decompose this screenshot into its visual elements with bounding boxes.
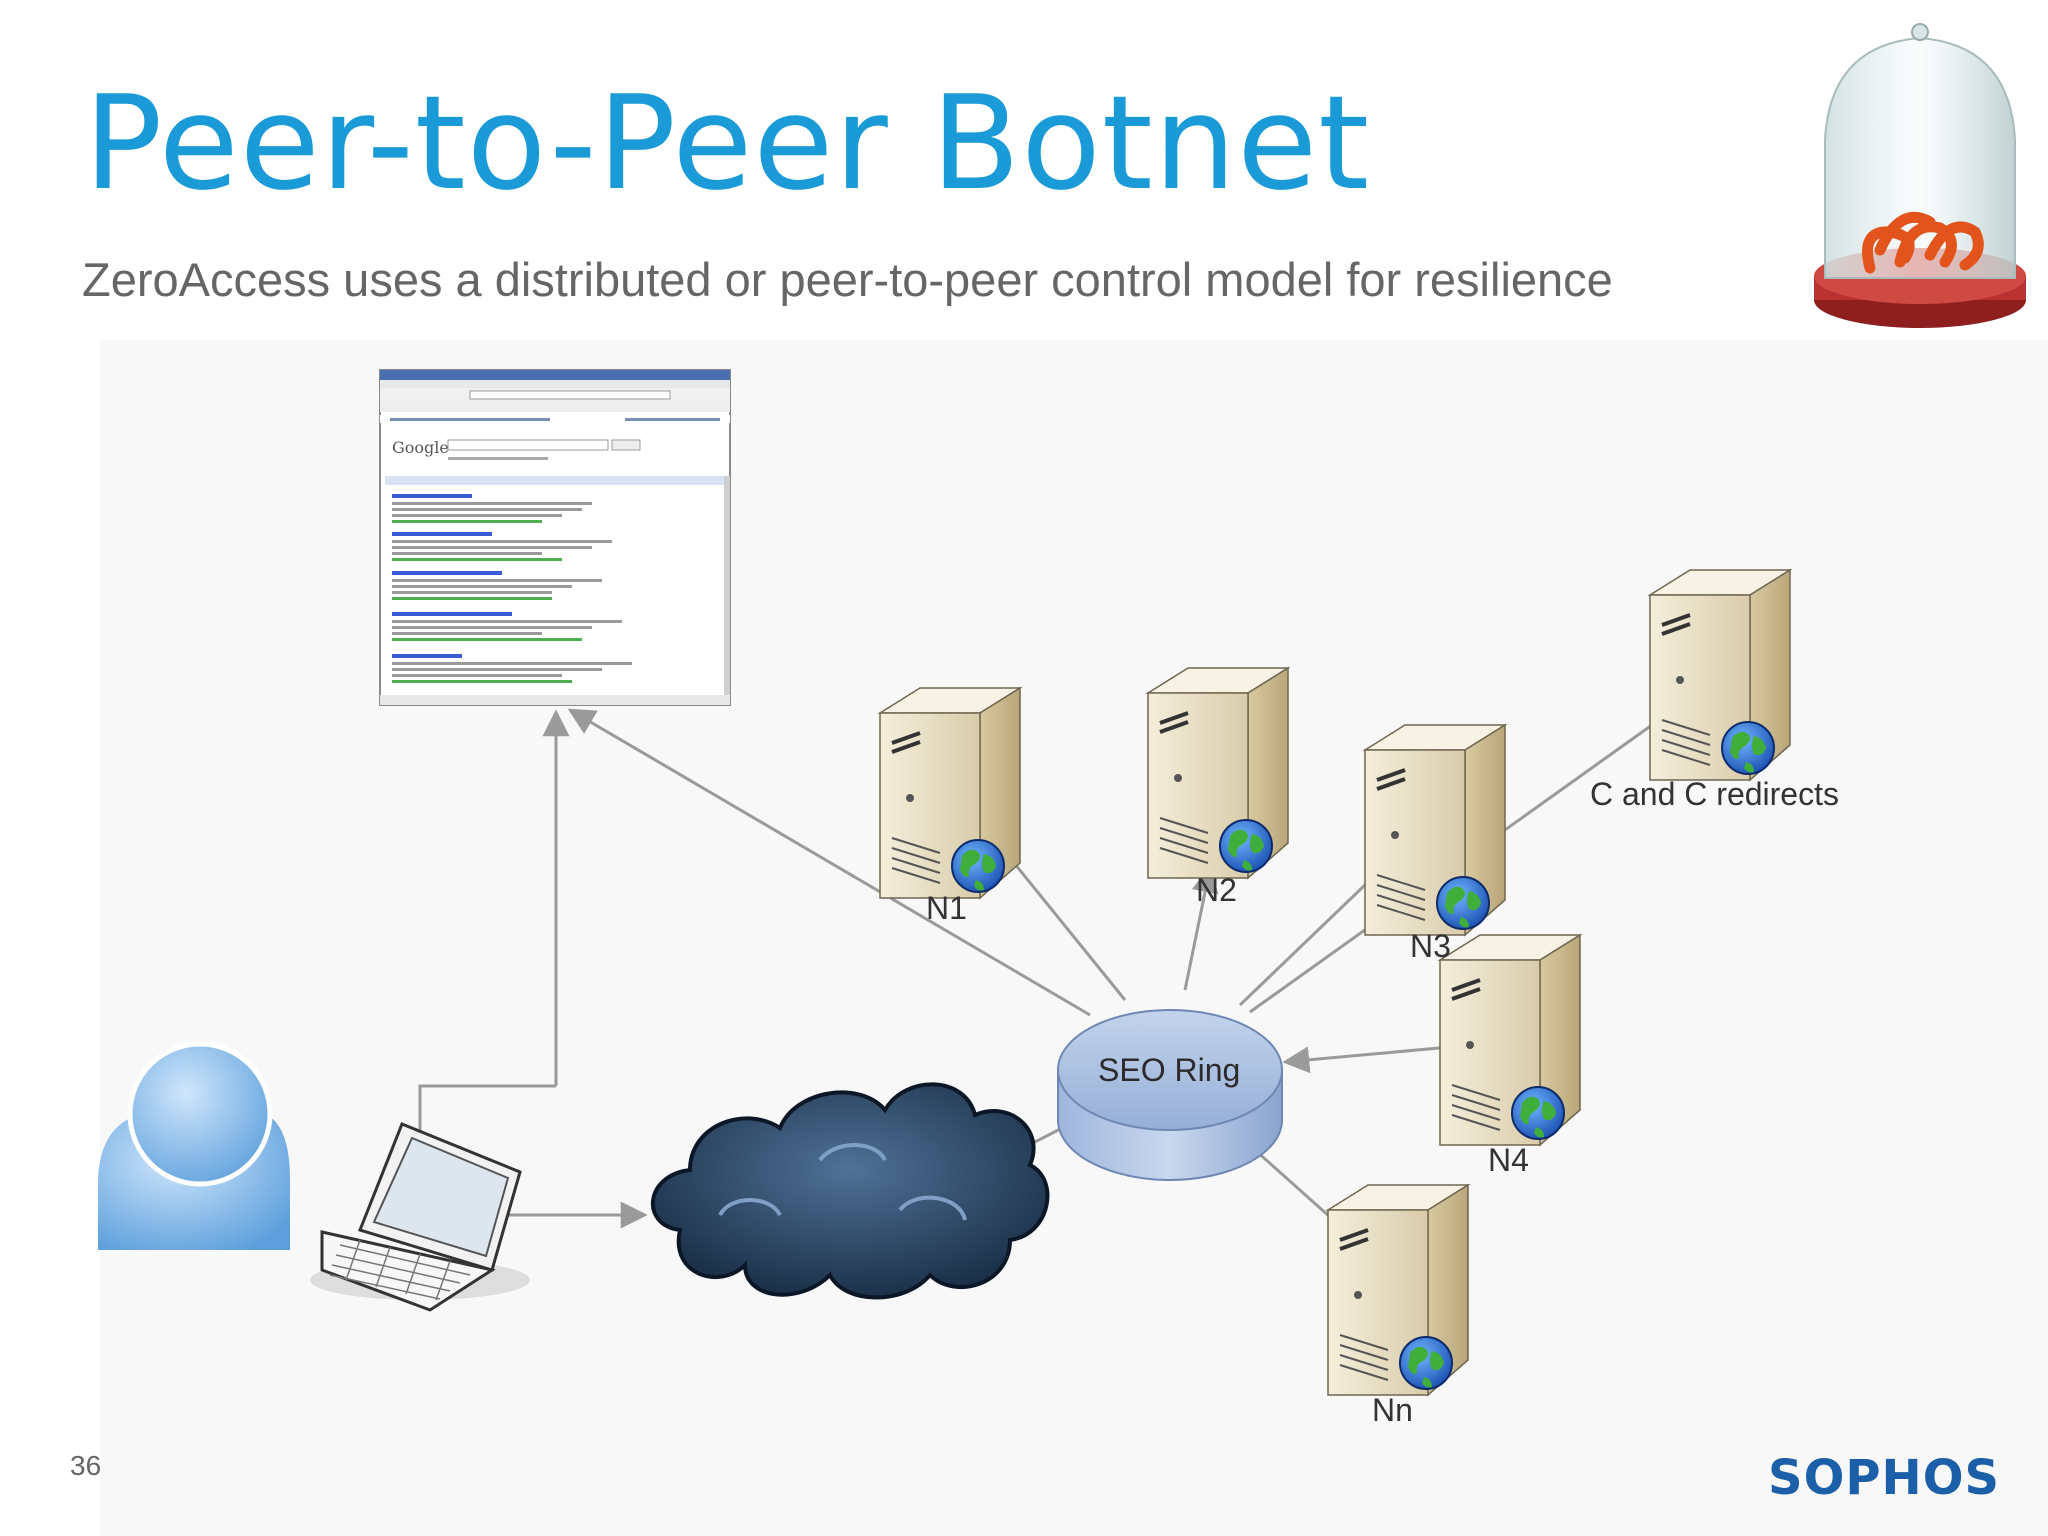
svg-text:Google: Google: [392, 438, 449, 457]
laptop-icon: [310, 1122, 530, 1312]
slide-title: Peer-to-Peer Botnet: [84, 67, 1371, 219]
node-label-nn: Nn: [1372, 1392, 1413, 1428]
node-label-n4: N4: [1488, 1142, 1529, 1178]
server-n4-icon: [1438, 933, 1582, 1147]
bell-jar-icon: [1814, 23, 2026, 328]
seo-ring-icon: [1057, 1009, 1283, 1181]
node-label-n2: N2: [1196, 872, 1237, 908]
brand-logo: SOPHOS: [1768, 1450, 2001, 1506]
server-n3-icon: [1363, 723, 1507, 937]
node-label-cc: C and C redirects: [1590, 776, 1839, 812]
search-results-window: Google: [379, 369, 731, 706]
seo-ring-label: SEO Ring: [1098, 1052, 1241, 1088]
server-cc-icon: [1648, 568, 1792, 782]
server-n2-icon: [1146, 666, 1290, 880]
cloud-icon: [651, 1082, 1050, 1300]
node-label-n3: N3: [1410, 928, 1451, 964]
server-nn-icon: [1326, 1183, 1470, 1397]
page-number: 36: [70, 1450, 102, 1481]
server-n1-icon: [878, 686, 1022, 900]
slide-subtitle: ZeroAccess uses a distributed or peer-to…: [82, 253, 1613, 306]
node-label-n1: N1: [926, 890, 967, 926]
user-icon: [98, 1041, 290, 1250]
